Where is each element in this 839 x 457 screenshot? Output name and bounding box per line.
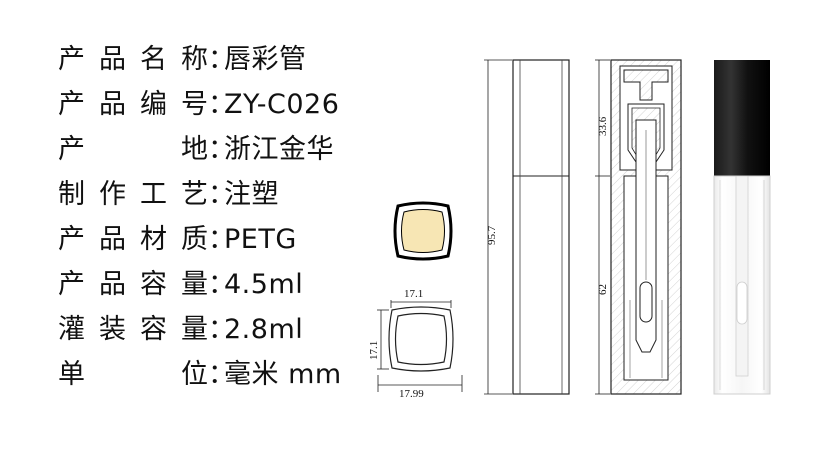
section-view xyxy=(595,59,682,395)
spec-value: 唇彩管 xyxy=(224,44,307,75)
spec-value: 毫米 mm xyxy=(224,359,342,390)
cross-section-view xyxy=(377,300,463,392)
spec-value: 4.5ml xyxy=(224,269,304,300)
spec-value: 2.8ml xyxy=(224,314,304,345)
dim-total-height: 95.7 xyxy=(486,225,498,245)
spec-row-material: 产品材质 ： PETG xyxy=(58,218,297,262)
spec-row-origin: 产 地 ： 浙江金华 xyxy=(58,128,334,172)
spec-value: ZY-C026 xyxy=(224,89,340,120)
spec-row-code: 产品编号 ： ZY-C026 xyxy=(58,83,339,127)
product-render xyxy=(713,60,771,395)
spec-row-capacity: 产品容量 ： 4.5ml xyxy=(58,263,303,307)
spec-label: 产品材质 xyxy=(58,224,208,255)
dim-side-height: 17.1 xyxy=(368,341,380,360)
front-view xyxy=(484,59,570,395)
spec-row-fill: 灌装容量 ： 2.8ml xyxy=(58,308,303,352)
spec-label: 产品编号 xyxy=(58,89,208,120)
top-view-icon xyxy=(393,201,453,261)
spec-row-unit: 单 位 ： 毫米 mm xyxy=(58,353,342,397)
dim-top-width: 17.1 xyxy=(404,288,423,300)
spec-row-name: 产品名称 ： 唇彩管 xyxy=(58,38,307,82)
spec-value: PETG xyxy=(224,224,297,255)
spec-label: 单 位 xyxy=(58,359,208,390)
dim-body-height: 62 xyxy=(597,284,609,295)
dim-bottom-width: 17.99 xyxy=(399,388,424,400)
spec-label: 产品容量 xyxy=(58,269,208,300)
dim-cap-height: 33.6 xyxy=(597,116,609,136)
spec-label: 产品名称 xyxy=(58,44,208,75)
spec-label: 灌装容量 xyxy=(58,314,208,345)
spec-label: 制作工艺 xyxy=(58,179,208,210)
spec-value: 浙江金华 xyxy=(224,134,334,165)
spec-row-process: 制作工艺 ： 注塑 xyxy=(58,173,279,217)
spec-label: 产 地 xyxy=(58,134,208,165)
spec-value: 注塑 xyxy=(224,179,279,210)
